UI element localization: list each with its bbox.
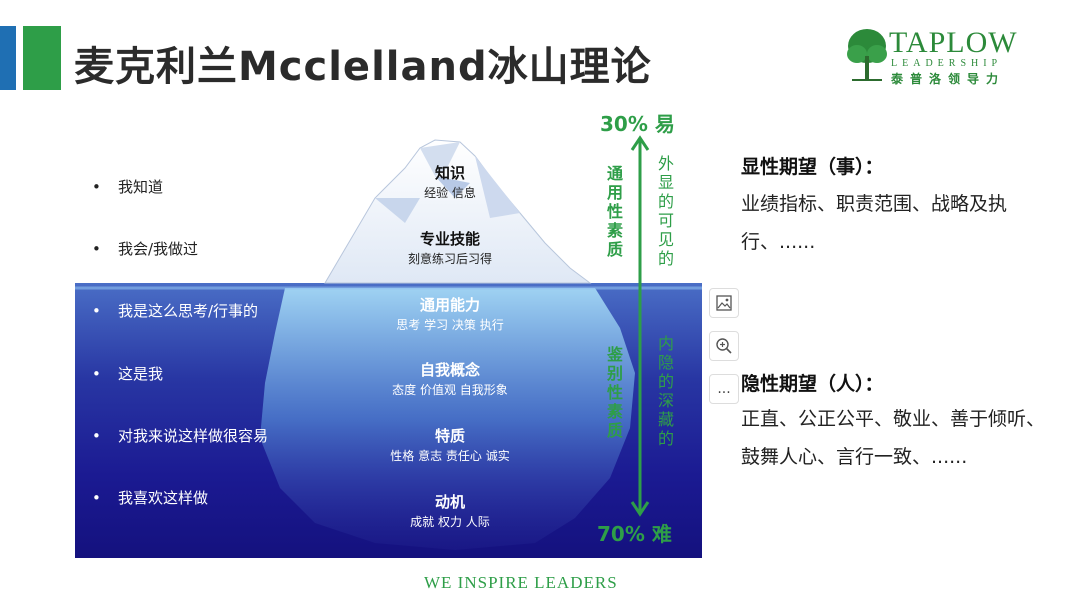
accent-bar-green bbox=[23, 26, 61, 90]
visible-side-label: 外显的可见的 bbox=[657, 154, 674, 268]
scale-top-label: 30% 易 bbox=[600, 112, 675, 136]
bullet-item: •这是我 bbox=[92, 365, 164, 383]
iceberg-layer-motives: 动机成就 权力 人际 bbox=[410, 493, 490, 529]
logo-subtitle: LEADERSHIP bbox=[891, 58, 1003, 69]
general-competency-label: 通用性素质 bbox=[606, 164, 623, 259]
iceberg-layer-knowledge: 知识经验 信息 bbox=[424, 164, 476, 200]
image-icon bbox=[716, 295, 732, 311]
visible-expectations-text: 业绩指标、职责范围、战略及执行、...... bbox=[741, 193, 1008, 253]
bullet-item: •我喜欢这样做 bbox=[92, 489, 209, 507]
hidden-expectations-text: 正直、公正公平、敬业、善于倾听、鼓舞人心、言行一致、...... bbox=[741, 408, 1046, 468]
slide-title: 麦克利兰Mcclelland冰山理论 bbox=[74, 44, 652, 90]
bullet-item: •我会/我做过 bbox=[92, 240, 199, 258]
bullet-item: •对我来说这样做很容易 bbox=[92, 427, 269, 445]
logo-name: TAPLOW bbox=[889, 26, 1018, 59]
zoom-in-icon bbox=[716, 338, 732, 354]
image-tool-button[interactable] bbox=[709, 288, 739, 318]
tree-icon bbox=[847, 29, 887, 81]
more-options-button[interactable]: ... bbox=[709, 374, 739, 404]
accent-bar-blue bbox=[0, 26, 16, 90]
bullet-item: •我是这么思考/行事的 bbox=[92, 302, 259, 320]
bullet-item: •我知道 bbox=[92, 178, 164, 196]
iceberg-layer-abilities: 通用能力思考 学习 决策 执行 bbox=[396, 296, 504, 332]
iceberg-layer-traits: 特质性格 意志 责任心 诚实 bbox=[390, 427, 510, 463]
iceberg-graphic bbox=[75, 139, 702, 550]
scale-bottom-label: 70% 难 bbox=[597, 522, 672, 546]
visible-expectations-heading: 显性期望（事）： bbox=[741, 156, 884, 178]
hidden-side-label: 内隐的深藏的 bbox=[657, 334, 674, 448]
distinguishing-competency-label: 鉴别性素质 bbox=[606, 345, 623, 440]
footer-slogan: WE INSPIRE LEADERS bbox=[424, 573, 618, 592]
logo-chinese-name: 泰普洛领导力 bbox=[891, 72, 1006, 86]
iceberg-layer-skills: 专业技能刻意练习后习得 bbox=[407, 230, 492, 266]
hidden-expectations-heading: 隐性期望（人）： bbox=[741, 373, 884, 395]
double-arrow-icon bbox=[630, 135, 650, 517]
iceberg-layer-self-concept: 自我概念态度 价值观 自我形象 bbox=[392, 361, 508, 397]
zoom-in-button[interactable] bbox=[709, 331, 739, 361]
